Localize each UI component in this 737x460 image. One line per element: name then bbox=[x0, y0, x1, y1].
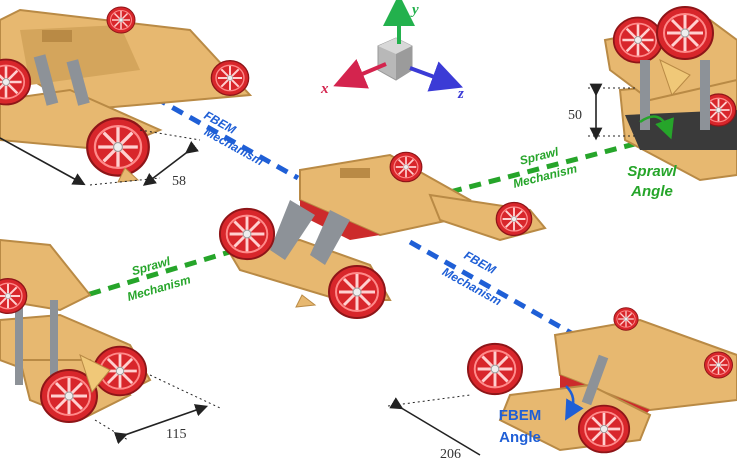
z-axis-arrow bbox=[409, 61, 464, 92]
robot-top-left bbox=[0, 5, 253, 183]
sprawl-angle-arc bbox=[639, 115, 674, 140]
x-axis-label: x bbox=[320, 81, 329, 97]
dimension-206: 206 bbox=[387, 394, 481, 460]
robot-center bbox=[218, 150, 547, 320]
dimension-206-label: 206 bbox=[440, 447, 461, 460]
robot-bottom-left bbox=[0, 238, 152, 424]
x-axis-arrow bbox=[333, 59, 387, 89]
fbem-angle-line2: Angle bbox=[499, 429, 541, 446]
sprawl-angle-line1: Sprawl bbox=[627, 163, 677, 180]
fbem-link-top bbox=[118, 75, 300, 181]
fbem-link-bottom bbox=[408, 239, 582, 341]
robot-top-right bbox=[603, 5, 737, 182]
sprawl-angle-line2: Angle bbox=[630, 183, 673, 200]
dimension-115: 115 bbox=[94, 374, 221, 445]
fbem-angle-line1: FBEM bbox=[499, 407, 542, 424]
sprawl-angle-annotation: Sprawl Angle bbox=[627, 115, 677, 200]
dimension-115-label: 115 bbox=[166, 427, 186, 442]
sprawl-link-right bbox=[449, 137, 651, 195]
z-axis-label: z bbox=[457, 86, 464, 102]
robot-bottom-right bbox=[466, 306, 737, 454]
fbem-angle-arc bbox=[565, 385, 584, 421]
fbem-angle-annotation: FBEM Angle bbox=[499, 385, 584, 446]
dimension-50: 50 bbox=[568, 83, 638, 141]
dimension-58-label: 58 bbox=[172, 174, 186, 189]
dimension-58: 58 bbox=[0, 129, 201, 189]
axes-triad: y x z bbox=[320, 0, 464, 102]
dimension-50-label: 50 bbox=[568, 108, 582, 123]
y-axis-label: y bbox=[410, 2, 419, 18]
